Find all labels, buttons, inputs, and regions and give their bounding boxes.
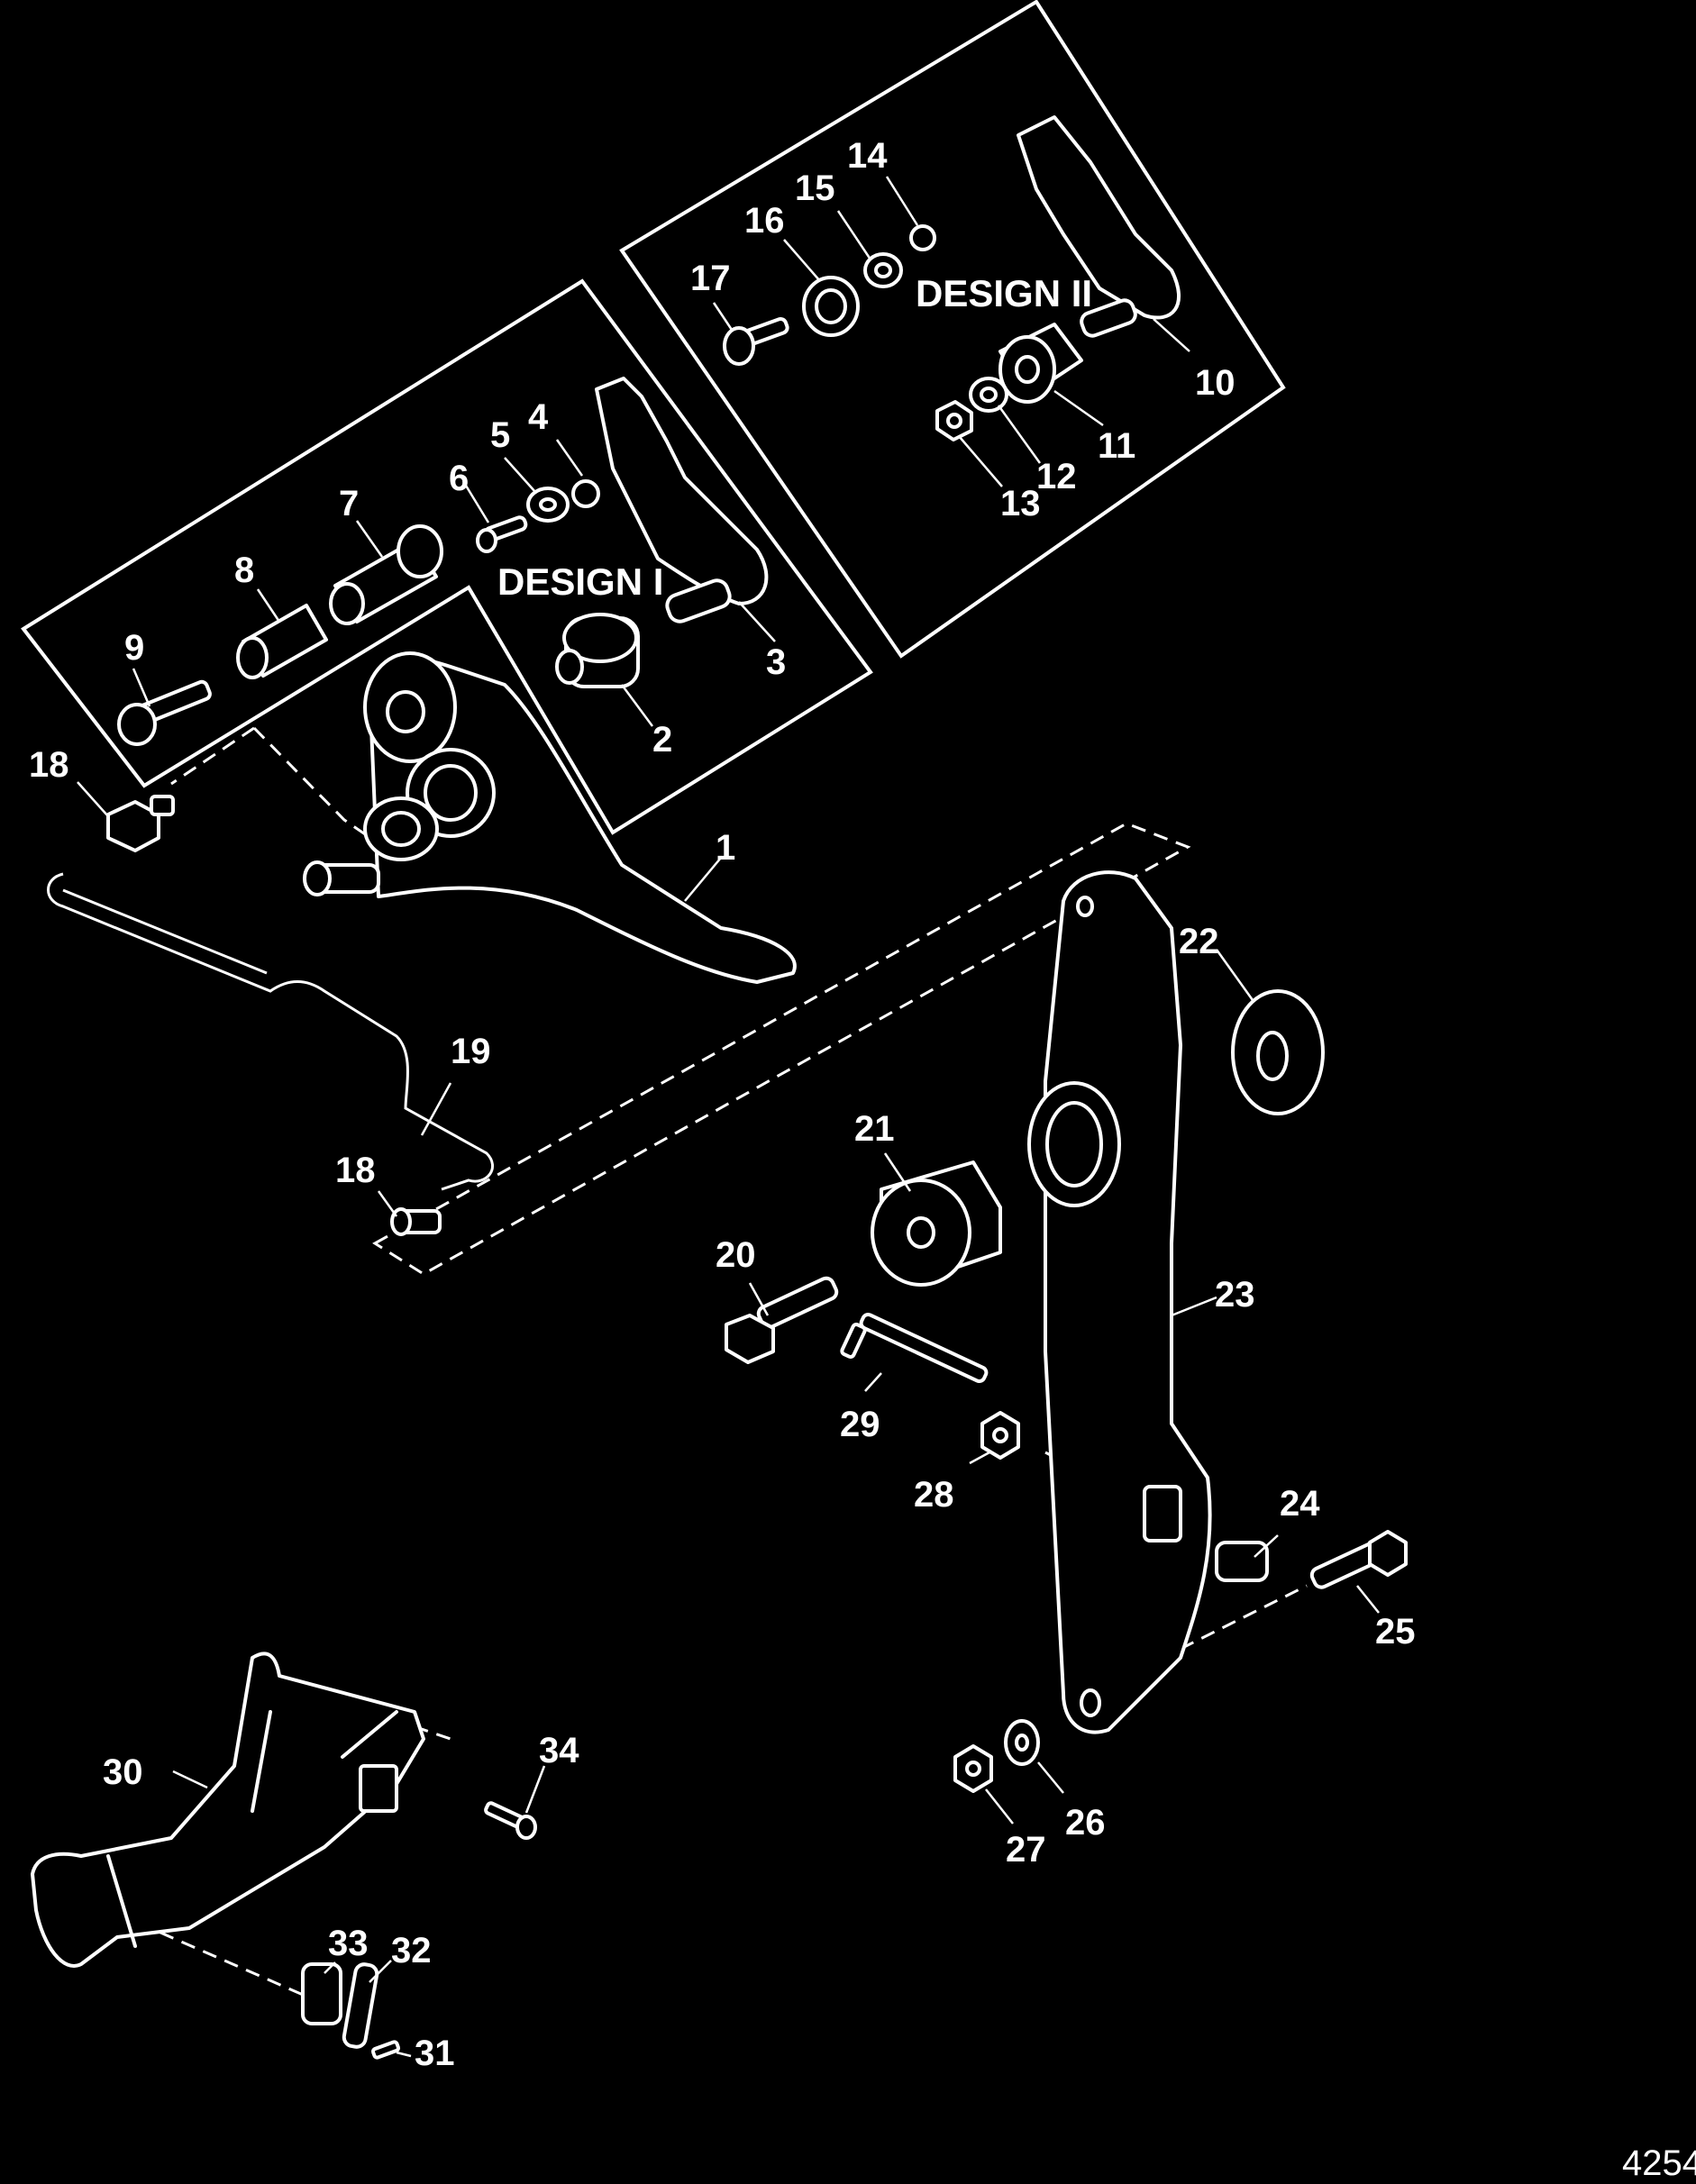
part-28-nut	[980, 1411, 1020, 1460]
part-32-plate	[342, 1962, 379, 2049]
part-26-washer	[1004, 1719, 1040, 1766]
callout-18-top: 18	[29, 745, 69, 785]
part-27-nut	[953, 1744, 993, 1793]
part-17-screw	[723, 316, 789, 366]
callout-19: 19	[451, 1032, 491, 1071]
part-20-bolt	[725, 1276, 839, 1364]
design-i-box	[21, 278, 873, 835]
part-3-lever-arm	[595, 377, 769, 623]
callout-8: 8	[234, 551, 254, 590]
callout-13: 13	[1000, 484, 1041, 523]
callout-5: 5	[490, 415, 510, 455]
part-2-bushing	[555, 613, 640, 688]
part-18-fitting-top	[106, 795, 175, 852]
callout-33: 33	[328, 1924, 369, 1963]
callout-7: 7	[339, 484, 359, 523]
callout-2: 2	[652, 720, 672, 760]
callout-3: 3	[766, 642, 786, 682]
part-23-arm	[1027, 870, 1212, 1734]
part-16-bushing	[802, 276, 860, 337]
part-18-fitting-bottom	[390, 1207, 442, 1236]
part-6-screw	[476, 515, 528, 553]
part-7-sleeve	[329, 524, 443, 625]
design-ii-box	[619, 0, 1286, 659]
callout-9: 9	[124, 628, 144, 668]
callout-14: 14	[847, 136, 888, 176]
part-31-screw	[370, 2040, 401, 2060]
part-34-screw	[484, 1801, 537, 1840]
part-9-bolt	[117, 679, 212, 746]
callout-20: 20	[716, 1235, 756, 1275]
part-30-bracket	[31, 1652, 425, 1968]
callout-31: 31	[415, 2034, 455, 2073]
part-33-block	[301, 1962, 342, 2025]
callout-4: 4	[528, 397, 549, 437]
part-5-washer	[526, 487, 570, 523]
part-25-bolt	[1309, 1530, 1408, 1589]
part-24-spacer	[1215, 1541, 1269, 1582]
callout-11: 11	[1098, 426, 1135, 466]
part-21-bushing	[871, 1160, 1002, 1287]
part-13-nut	[935, 400, 973, 441]
part-4-lock-washer	[571, 479, 600, 508]
callout-29: 29	[840, 1405, 880, 1444]
callout-18-bottom: 18	[335, 1151, 376, 1190]
design-ii-label: DESIGN II	[916, 272, 1092, 314]
callout-32: 32	[391, 1931, 432, 1970]
callout-1: 1	[716, 828, 735, 868]
callout-24: 24	[1280, 1484, 1320, 1524]
callout-27: 27	[1006, 1830, 1046, 1870]
part-15-washer	[863, 252, 903, 288]
callout-25: 25	[1375, 1612, 1416, 1652]
callout-23: 23	[1215, 1275, 1255, 1315]
part-22-washer	[1231, 989, 1325, 1115]
callout-21: 21	[854, 1109, 895, 1149]
callout-34: 34	[539, 1731, 579, 1770]
part-12-washer	[969, 377, 1008, 413]
callout-6: 6	[449, 459, 469, 498]
part-19-shift-rod	[47, 872, 494, 1191]
callout-12: 12	[1036, 457, 1077, 496]
leader-lines	[77, 176, 1380, 2058]
part-14-lock-washer	[909, 224, 936, 251]
callout-15: 15	[795, 168, 835, 208]
part-11-bushing	[998, 323, 1083, 404]
design-i-label: DESIGN I	[497, 560, 663, 603]
callout-17: 17	[690, 259, 731, 298]
callout-16: 16	[744, 201, 785, 241]
figure-id: 4254	[1622, 2143, 1696, 2183]
callout-10: 10	[1195, 363, 1236, 403]
part-10-lever-arm	[1017, 115, 1181, 338]
part-29-long-bolt	[840, 1313, 989, 1383]
part-1-shift-lever	[303, 651, 797, 984]
callout-30: 30	[103, 1752, 143, 1792]
callout-26: 26	[1065, 1803, 1106, 1843]
callout-22: 22	[1179, 922, 1219, 961]
part-8-spacer	[236, 604, 328, 679]
callout-28: 28	[914, 1475, 954, 1515]
